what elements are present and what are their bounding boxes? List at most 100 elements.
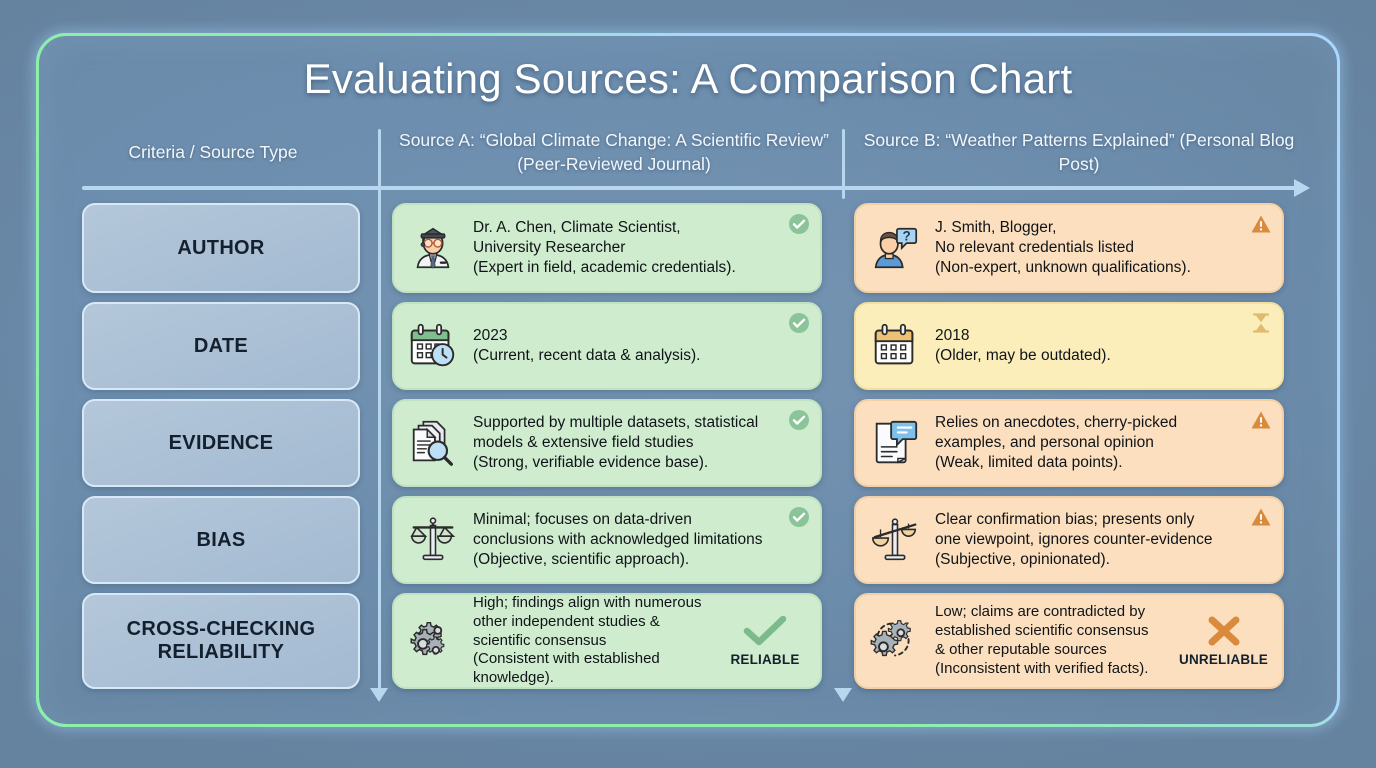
cell-source-a-cross-checking: High; findings align with numerous other… (392, 593, 822, 689)
cell-text: Clear confirmation bias; presents only o… (935, 510, 1268, 570)
cell-note: (Older, may be outdated). (935, 347, 1111, 364)
criteria-label: CROSS-CHECKING (126, 618, 316, 640)
hourglass-icon (1250, 312, 1272, 334)
cell-headline: Clear confirmation bias; presents only (935, 510, 1195, 528)
documents-magnifier-icon (405, 415, 461, 471)
cell-headline: Relies on anecdotes, cherry-picked (935, 413, 1178, 431)
cell-headline: Minimal; focuses on data-driven (473, 510, 692, 528)
table-row: BIAS Mini (36, 496, 1340, 584)
cell-note: (Inconsistent with verified facts). (935, 659, 1149, 677)
criteria-pill-evidence: EVIDENCE (82, 399, 360, 487)
cell-headline: Dr. A. Chen, Climate Scientist, (473, 218, 681, 236)
cell-headline: Supported by multiple datasets, statisti… (473, 413, 759, 431)
cell-detail: No relevant credentials listed (935, 238, 1135, 256)
gears-broken-icon (867, 613, 923, 669)
calendar-clock-icon (405, 318, 461, 374)
cell-detail: models & extensive field studies (473, 433, 694, 451)
cell-detail: one viewpoint, ignores counter-evidence (935, 530, 1213, 548)
table-row: EVIDENCE (36, 399, 1340, 487)
cell-source-b-cross-checking: Low; claims are contradicted by establis… (854, 593, 1284, 689)
cell-detail: examples, and personal opinion (935, 433, 1154, 451)
criteria-label: BIAS (196, 528, 246, 551)
cell-detail: University Researcher (473, 238, 626, 256)
cell-headline: Low; claims are contradicted by (935, 603, 1146, 621)
criteria-pill-bias: BIAS (82, 496, 360, 584)
column-divider-right (842, 129, 845, 199)
verdict-label: RELIABLE (730, 651, 800, 667)
criteria-label: AUTHOR (177, 236, 265, 259)
cell-text: Relies on anecdotes, cherry-picked examp… (935, 413, 1268, 473)
column-divider-left (378, 129, 381, 692)
table-row: CROSS-CHECKING RELIABILITY (36, 593, 1340, 689)
table-row: DATE (36, 302, 1340, 390)
document-speech-bubble-icon (867, 415, 923, 471)
warning-triangle-icon (1250, 506, 1272, 528)
cell-text: 2018 (Older, may be outdated). (935, 326, 1268, 366)
cell-note: (Expert in field, academic credentials). (473, 259, 736, 277)
check-mark-icon (743, 615, 787, 651)
cell-detail: conclusions with acknowledged limitation… (473, 530, 763, 548)
cell-source-b-date: 2018 (Older, may be outdated). (854, 302, 1284, 390)
cell-text: 2023 (Current, recent data & analysis). (473, 326, 806, 366)
column-divider-left-arrow-icon (370, 688, 388, 702)
cell-note: (Subjective, opinionated). (935, 551, 1110, 569)
cell-source-a-evidence: Supported by multiple datasets, statisti… (392, 399, 822, 487)
calendar-icon (867, 318, 923, 374)
anonymous-person-question-icon: ? (867, 220, 923, 276)
cell-detail: established scientific consensus & other… (935, 622, 1149, 658)
cell-note: (Weak, limited data points). (935, 454, 1123, 472)
graduate-scientist-icon (405, 220, 461, 276)
table-row: AUTHOR (36, 203, 1340, 293)
cell-text: Supported by multiple datasets, statisti… (473, 413, 806, 473)
cell-text: Dr. A. Chen, Climate Scientist, Universi… (473, 218, 806, 278)
check-circle-icon (788, 213, 810, 235)
column-header-source-b: Source B: “Weather Patterns Explained” (… (863, 130, 1295, 174)
criteria-label: DATE (193, 334, 249, 357)
cell-note: (Consistent with established knowledge). (473, 650, 660, 687)
column-divider-right-arrow-icon (834, 688, 852, 702)
cross-mark-icon (1206, 616, 1242, 651)
check-circle-icon (788, 312, 810, 334)
criteria-label-line2: RELIABILITY (157, 641, 285, 663)
cell-source-b-bias: Clear confirmation bias; presents only o… (854, 496, 1284, 584)
chart-stage: Evaluating Sources: A Comparison Chart C… (36, 33, 1340, 727)
cell-text: J. Smith, Blogger, No relevant credentia… (935, 218, 1268, 278)
cell-note: (Objective, scientific approach). (473, 551, 690, 569)
cell-note: (Non-expert, unknown qualifications). (935, 259, 1191, 277)
verdict-unreliable: UNRELIABLE (1175, 616, 1268, 667)
cell-source-b-author: ? J. Smith, Blogger, No relevant credent… (854, 203, 1284, 293)
column-header-criteria: Criteria / Source Type (128, 142, 298, 162)
balanced-scales-icon (405, 512, 461, 568)
cell-text: Low; claims are contradicted by establis… (935, 603, 1163, 679)
warning-triangle-icon (1250, 213, 1272, 235)
cell-note: (Current, recent data & analysis). (473, 347, 701, 364)
page-title: Evaluating Sources: A Comparison Chart (303, 55, 1073, 102)
check-circle-icon (788, 506, 810, 528)
cell-headline: 2018 (935, 326, 970, 344)
header-rule-arrow-icon (1294, 179, 1310, 197)
criteria-pill-cross-checking-reliability: CROSS-CHECKING RELIABILITY (82, 593, 360, 689)
comparison-rows: AUTHOR (36, 203, 1340, 698)
cell-source-a-author: Dr. A. Chen, Climate Scientist, Universi… (392, 203, 822, 293)
tipped-scales-icon (867, 512, 923, 568)
svg-text:?: ? (902, 228, 910, 243)
warning-triangle-icon (1250, 409, 1272, 431)
cell-text: Minimal; focuses on data-driven conclusi… (473, 510, 806, 570)
cell-detail: other independent studies & scientific c… (473, 612, 660, 649)
cell-headline: High; findings align with numerous (473, 593, 702, 611)
gears-meshed-icon (405, 613, 461, 669)
column-header-source-a: Source A: “Global Climate Change: A Scie… (399, 130, 829, 174)
cell-text: High; findings align with numerous other… (473, 593, 708, 687)
cell-source-a-bias: Minimal; focuses on data-driven conclusi… (392, 496, 822, 584)
cell-headline: 2023 (473, 326, 508, 344)
cell-note: (Strong, verifiable evidence base). (473, 454, 709, 472)
verdict-reliable: RELIABLE (720, 615, 806, 667)
verdict-label: UNRELIABLE (1179, 651, 1268, 667)
cell-source-a-date: 2023 (Current, recent data & analysis). (392, 302, 822, 390)
criteria-pill-date: DATE (82, 302, 360, 390)
header-divider-rule (82, 186, 1298, 190)
criteria-pill-author: AUTHOR (82, 203, 360, 293)
cell-headline: J. Smith, Blogger, (935, 218, 1057, 236)
check-circle-icon (788, 409, 810, 431)
cell-source-b-evidence: Relies on anecdotes, cherry-picked examp… (854, 399, 1284, 487)
